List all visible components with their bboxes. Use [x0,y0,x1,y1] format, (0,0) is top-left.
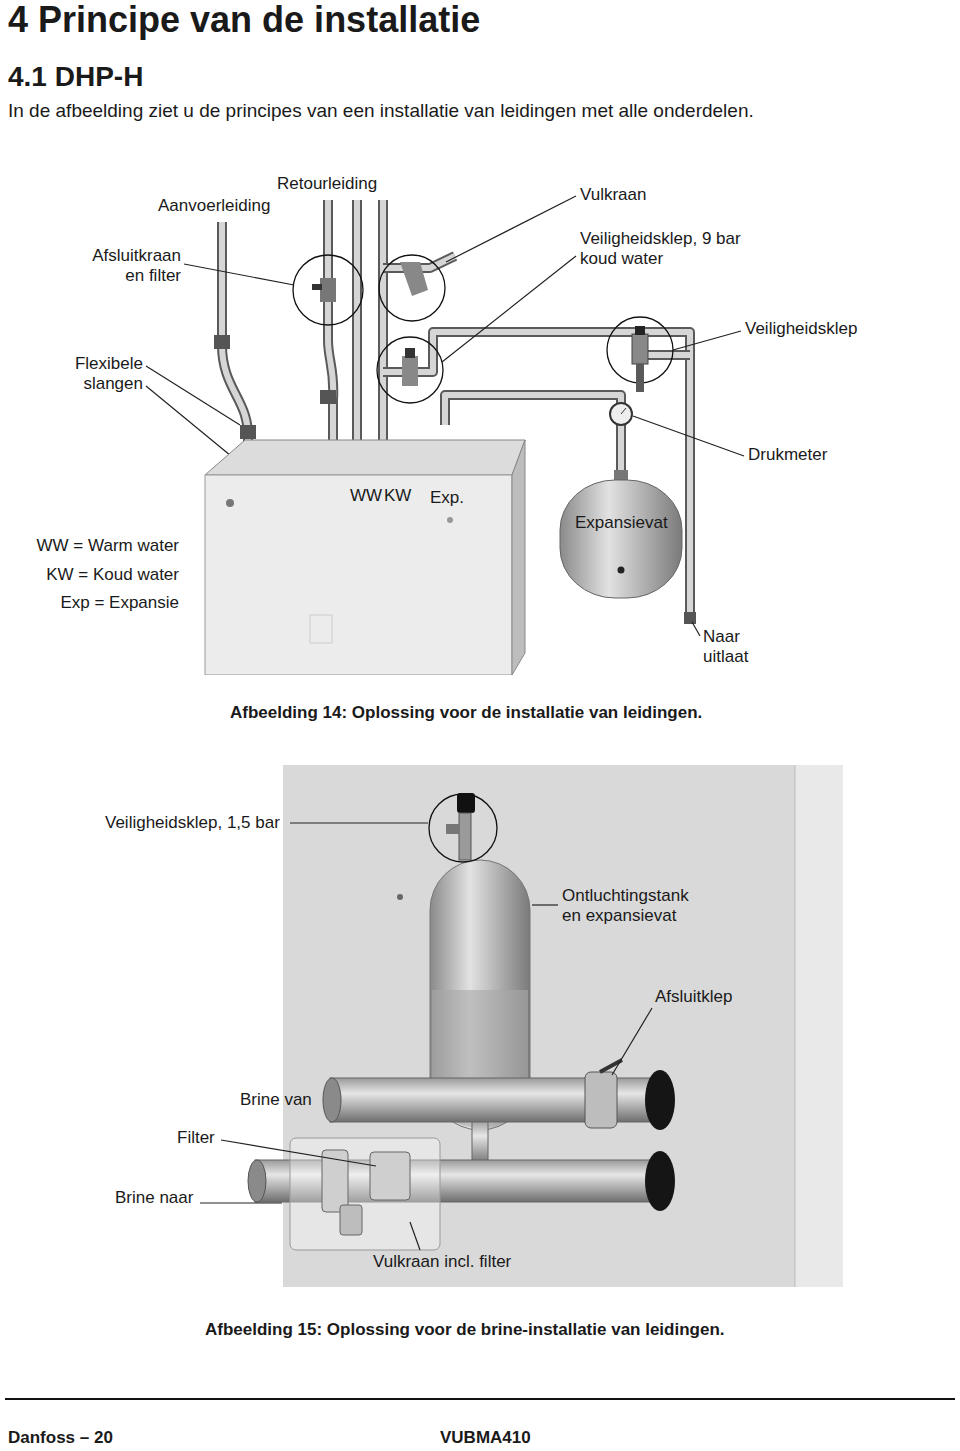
unit-housing-outline [200,425,530,675]
callout-label: Veiligheidsklep, 1,5 bar [105,813,280,833]
callout-label: Retourleiding [277,174,377,194]
callout-label: Drukmeter [748,445,827,465]
footer-text: VUBMA410 [440,1428,531,1448]
expansion-tank-outline [556,470,686,605]
callout-label: In de afbeelding ziet u de principes van… [8,99,754,122]
gauge-needle [621,408,626,414]
callout-label: WW = Warm water [0,536,179,556]
pressure-gauge [610,403,632,425]
callout-label: Aanvoerleiding [158,196,270,216]
callout-label: Afsluitkraan en filter [71,246,181,286]
brine-illustration [200,765,843,1287]
tank-label: Expansievat [575,512,668,533]
footer-text: Danfoss – 20 [8,1428,113,1448]
callout-label: Vulkraan incl. filter [373,1252,511,1272]
valve-rings [293,255,673,403]
unit-housing: WWKW Exp. [200,425,530,675]
expansion-tank: Expansievat [556,470,686,605]
safety-valve [632,334,648,364]
callout-label: Brine naar [115,1188,193,1208]
callout-label: Brine van [240,1090,312,1110]
callout-label: Vulkraan [580,185,646,205]
port-label: KW [384,485,411,506]
port-label: Exp. [430,487,464,508]
port-label: WW [350,485,382,506]
callout-label: Veiligheidsklep [745,319,857,339]
callout-label: Ontluchtingstank en expansievat [562,886,712,926]
page-title: 4 Principe van de installatie [8,0,480,41]
callout-label: Exp = Expansie [0,593,179,613]
callout-label: Naar uitlaat [703,627,765,667]
valve-cap [635,326,645,335]
figure-caption: Afbeelding 15: Oplossing voor de brine-i… [205,1320,725,1340]
callout-label: KW = Koud water [0,565,179,585]
callout-label: Veiligheidsklep, 9 bar koud water [580,229,770,269]
figure-caption: Afbeelding 14: Oplossing voor de install… [230,703,702,723]
callout-label: 4.1 DHP-H [8,60,143,94]
callout-label: Flexibele slangen [43,354,143,394]
callout-label: Afsluitklep [655,987,732,1007]
valve-stub [636,364,644,392]
footer-rule [5,1398,955,1400]
callout-label: Filter [177,1128,215,1148]
